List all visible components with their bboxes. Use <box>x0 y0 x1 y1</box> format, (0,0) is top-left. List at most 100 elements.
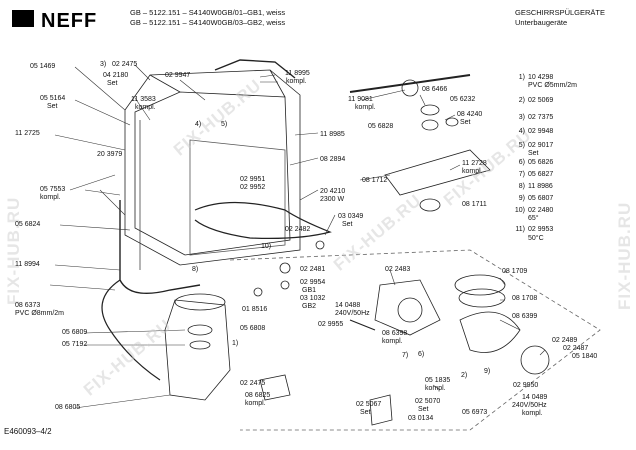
part-label: 02 2482 <box>285 226 311 233</box>
part-label: 02 2489 <box>552 337 578 344</box>
filter-08-1711 <box>419 198 441 212</box>
part-label: 02 2475 <box>112 61 138 68</box>
legend-row: Set <box>528 150 539 157</box>
seal-ring-2 <box>189 340 211 350</box>
part-label: 05 6809 <box>62 329 88 336</box>
part-label: 02 5067 <box>356 401 382 408</box>
tub-top-rim <box>149 69 286 98</box>
part-label: 11 2725 <box>15 130 40 137</box>
part-02-9954 <box>280 280 290 290</box>
leader-lines <box>49 64 546 409</box>
part-label: 05 7192 <box>62 341 88 348</box>
legend-row: 3)02 7375 <box>518 114 554 121</box>
left-hose <box>119 200 201 294</box>
part-label: 8) <box>192 266 199 273</box>
part-label: 240V/50Hz <box>512 402 547 409</box>
seal-ring-1 <box>187 324 213 336</box>
drain-hose <box>101 279 161 381</box>
part-01-8516 <box>253 287 263 297</box>
part-label: 2) <box>461 372 468 379</box>
legend-row: 2)02 5069 <box>518 97 554 104</box>
part-label: GB1 <box>302 287 317 294</box>
part-label: Set <box>342 221 353 228</box>
legend-row: 4)02 9948 <box>518 128 554 135</box>
category-subtitle: Unterbaugeräte <box>515 18 568 27</box>
part-label: 02 9952 <box>240 184 266 191</box>
model-line-2: GB – 5122.151 – S4140W0GB/03–GB2, weiss <box>130 18 286 27</box>
part-label: 08 2894 <box>320 156 346 163</box>
part-label: Set <box>418 406 429 413</box>
part-label: 05 5164 <box>40 95 66 102</box>
part-label: 08 6373 <box>15 302 41 309</box>
part-label: 03 0349 <box>338 213 364 220</box>
legend-row: 8)11 8986 <box>518 183 553 190</box>
part-label: 02 2483 <box>385 266 411 273</box>
part-label: kompl. <box>286 78 307 85</box>
part-label: 08 1709 <box>502 268 528 275</box>
part-label: 20 4210 <box>320 188 346 195</box>
part-label: 240V/50Hz <box>335 310 370 317</box>
part-label: 08 6805 <box>55 404 81 411</box>
part-label: 1) <box>232 340 239 347</box>
part-label: 10) <box>261 243 272 250</box>
part-label: kompl. <box>40 194 61 201</box>
watermark-right: FIX-HUB.RU <box>615 201 634 310</box>
part-label: 6) <box>418 351 425 358</box>
part-label: 05 1835 <box>425 377 451 384</box>
door-seal <box>189 139 286 256</box>
legend-row: PVC Ø5mm/2m <box>528 82 578 89</box>
legend-row: 1)10 4298 <box>518 74 554 81</box>
part-label: 05 1469 <box>30 63 56 70</box>
tub-frame <box>124 69 301 266</box>
part-label: 14 0489 <box>522 394 548 401</box>
part-label: 02 2481 <box>300 266 326 273</box>
part-label: 11 8994 <box>15 261 40 268</box>
part-label: kompl. <box>462 168 483 175</box>
spray-arm-hub <box>401 79 419 97</box>
part-label: 02 9950 <box>513 382 539 389</box>
part-label: 14 0488 <box>335 302 361 309</box>
top-pipe <box>214 59 296 79</box>
part-label: 02 5070 <box>415 398 441 405</box>
part-label: kompl. <box>382 338 403 345</box>
part-label: 08 4240 <box>457 111 483 118</box>
part-label: 05 6232 <box>450 96 476 103</box>
part-label: 11 8985 <box>320 131 345 138</box>
part-label: kompl. <box>135 104 156 111</box>
legend-row: 9)05 6807 <box>518 195 554 202</box>
part-label: PVC Ø8mm/2m <box>15 310 65 317</box>
part-label: kompl. <box>245 400 266 407</box>
legend-row: 50°C <box>528 235 544 242</box>
part-label: 20 3979 <box>97 151 123 158</box>
watermark-left: FIX-HUB.RU <box>4 196 23 305</box>
part-label: 05 6973 <box>462 409 488 416</box>
part-label: 2300 W <box>320 196 345 203</box>
legend-row: 65° <box>528 215 539 222</box>
part-label: 05 6808 <box>240 325 266 332</box>
part-label: 08 6398 <box>382 330 408 337</box>
legend-row: 7)05 6827 <box>518 171 554 178</box>
legend-row: 5)02 9017 <box>518 142 554 149</box>
pump-impeller <box>397 297 423 323</box>
part-label: 02 9955 <box>318 321 344 328</box>
sump-body <box>164 299 231 401</box>
part-label: 05 6824 <box>15 221 41 228</box>
base-outline <box>229 249 601 431</box>
part-label: 05 1840 <box>572 353 598 360</box>
legend-row: 6)05 6826 <box>518 159 554 166</box>
seal-05-6232 <box>420 104 440 116</box>
part-label: 4) <box>195 121 202 128</box>
part-label: 05 7553 <box>40 186 66 193</box>
part-label: kompl. <box>355 104 376 111</box>
drawing-code: E460093–4/2 <box>4 427 52 436</box>
part-label: Set <box>360 409 371 416</box>
part-label: 08 1712 <box>362 177 388 184</box>
legend-row: 11)02 9953 <box>515 226 554 233</box>
heater-pump <box>459 311 521 353</box>
part-02-2481 <box>279 262 291 274</box>
part-label: 11 9081 <box>348 96 373 103</box>
part-label: 01 8516 <box>242 306 268 313</box>
heating-element <box>194 201 332 239</box>
